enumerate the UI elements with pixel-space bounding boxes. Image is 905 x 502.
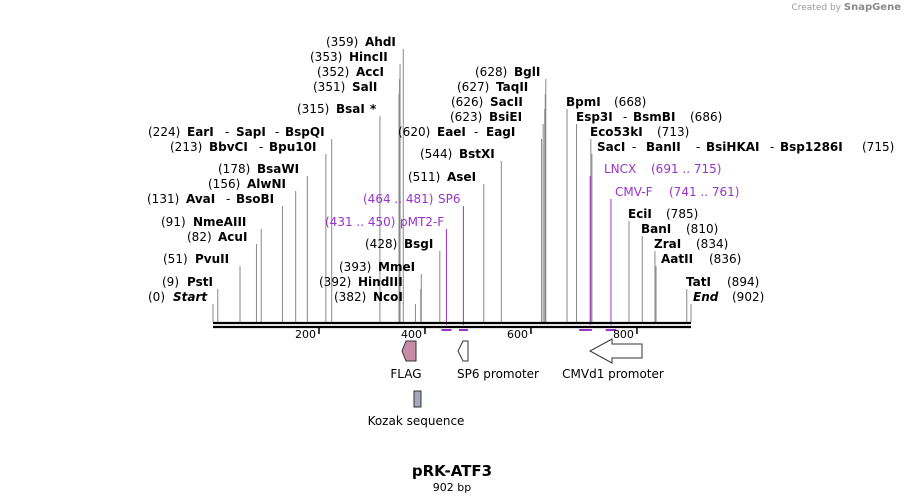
site-bpmi[interactable]: BpmI (668) — [566, 95, 646, 109]
site-hincii[interactable]: (353) HincII — [310, 50, 388, 64]
features: FLAG SP6 promoter CMVd1 promoter Kozak s… — [368, 338, 664, 428]
site-bsiei[interactable]: (623) BsiEI — [450, 110, 522, 124]
site-bstxi[interactable]: (544) BstXI — [420, 147, 495, 161]
site-lines — [212, 49, 692, 322]
site-avai[interactable]: (131) AvaI - BsoBI — [147, 192, 274, 206]
snapgene-brand: Created by SnapGene — [791, 2, 901, 13]
flag-feature-arrow[interactable] — [401, 340, 417, 362]
site-esp3i[interactable]: Esp3I - BsmBI (686) — [576, 110, 722, 124]
site-bsgi[interactable]: (428) BsgI — [365, 237, 433, 251]
site-taqii[interactable]: (627) TaqII — [457, 80, 528, 94]
site-mmei[interactable]: (393) MmeI — [339, 260, 415, 274]
site-labels: (0) Start (9) PstI (51) PvuII (82) AcuI … — [147, 35, 894, 304]
site-bani[interactable]: BanI (810) — [641, 222, 718, 236]
site-zrai[interactable]: ZraI (834) — [654, 237, 728, 251]
site-acci[interactable]: (352) AccI — [317, 65, 384, 79]
site-eari[interactable]: (224) EarI - SapI - BspQI — [148, 125, 325, 139]
site-asei[interactable]: (511) AseI — [408, 170, 476, 184]
site-eaei[interactable]: (620) EaeI - EagI — [398, 125, 515, 139]
axis-tick-label: 600 — [507, 328, 528, 341]
site-sacii[interactable]: (626) SacII — [451, 95, 523, 109]
flag-label: FLAG — [390, 367, 421, 381]
plasmid-name: pRK-ATF3 — [412, 462, 492, 480]
axis-tick-label: 800 — [613, 328, 634, 341]
site-psti[interactable]: (9) PstI — [162, 275, 213, 289]
plasmid-length: 902 bp — [433, 481, 471, 494]
site-end[interactable]: End (902) — [693, 290, 764, 304]
site-aatii[interactable]: AatII (836) — [661, 252, 741, 266]
brand-prefix: Created by — [791, 3, 841, 13]
site-ecii[interactable]: EciI (785) — [628, 207, 698, 221]
primer-sp6[interactable]: (464 .. 481) SP6 — [363, 192, 461, 206]
primer-lines — [441, 176, 617, 331]
site-alwni[interactable]: (156) AlwNI — [208, 177, 286, 191]
site-ncoi[interactable]: (382) NcoI — [334, 290, 403, 304]
site-saci[interactable]: SacI - BanII - BsiHKAI - Bsp1286I (715) — [597, 140, 894, 154]
primer-labels: (464 .. 481) SP6 (431 .. 450) pMT2-F LNC… — [325, 162, 739, 229]
site-hindiii[interactable]: (392) HindIII — [319, 275, 403, 289]
site-pvuii[interactable]: (51) PvuII — [163, 252, 229, 266]
kozak-sequence-label: Kozak sequence — [368, 414, 465, 428]
site-bsawi[interactable]: (178) BsaWI — [218, 162, 299, 176]
primer-cmv-f[interactable]: CMV-F (741 .. 761) — [615, 185, 739, 199]
site-sali[interactable]: (351) SalI — [313, 80, 377, 94]
sp6-promoter-label: SP6 promoter — [457, 367, 539, 381]
primer-pmt2-f[interactable]: (431 .. 450) pMT2-F — [325, 215, 444, 229]
site-tati[interactable]: TatI (894) — [686, 275, 759, 289]
site-bsai[interactable]: (315) BsaI * — [297, 102, 377, 116]
kozak-sequence-box[interactable] — [413, 390, 422, 408]
dna-backbone — [213, 321, 691, 329]
site-ahdi[interactable]: (359) AhdI — [326, 35, 396, 49]
site-nmeaiii[interactable]: (91) NmeAIII — [161, 215, 246, 229]
cmvd1-promoter-arrow[interactable] — [588, 338, 643, 364]
brand-name: SnapGene — [843, 2, 901, 13]
primer-lncx[interactable]: LNCX (691 .. 715) — [604, 162, 721, 176]
cmvd1-promoter-label: CMVd1 promoter — [562, 367, 664, 381]
axis-ticks: 200 400 600 800 — [295, 327, 638, 341]
site-acui[interactable]: (82) AcuI — [187, 230, 247, 244]
site-start[interactable]: (0) Start — [148, 290, 208, 304]
site-eco53ki[interactable]: Eco53kI (713) — [590, 125, 689, 139]
axis-tick-label: 400 — [401, 328, 422, 341]
axis-tick-label: 200 — [295, 328, 316, 341]
site-bbvci[interactable]: (213) BbvCI - Bpu10I — [170, 140, 316, 154]
sp6-promoter-arrow[interactable] — [457, 340, 469, 362]
site-bgli[interactable]: (628) BglI — [475, 65, 540, 79]
